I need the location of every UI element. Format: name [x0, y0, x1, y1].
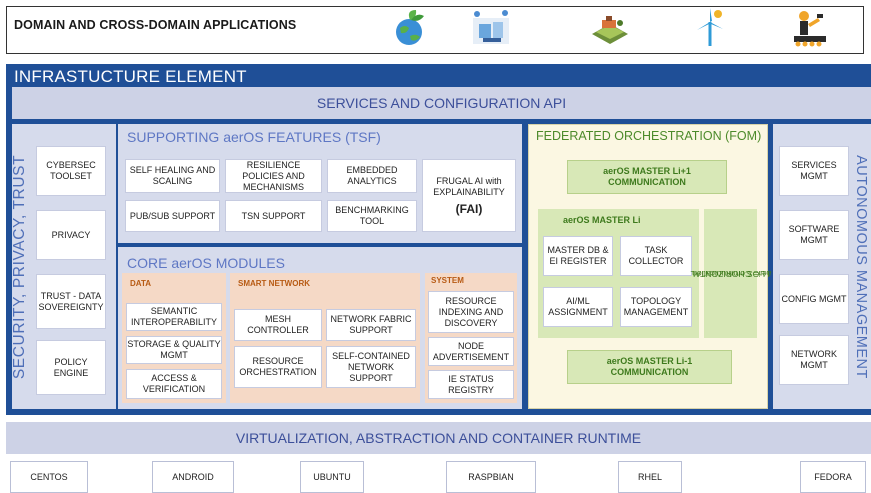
infrastructure-title: INFRASTUCTURE ELEMENT: [14, 67, 247, 86]
earth-leaf-icon: [396, 10, 424, 45]
embedded-analytics-box: EMBEDDED ANALYTICS: [327, 159, 417, 193]
smart-network-label: SMART NETWORK: [238, 279, 310, 288]
security-privacy-trust-label: SECURITY, PRIVACY, TRUST: [11, 154, 28, 379]
industrial-robot-icon: [794, 11, 826, 47]
master-li-title: aerOS MASTER Li: [563, 215, 641, 225]
config-mgmt-box: CONFIG MGMT: [779, 274, 849, 324]
storage-quality-box: STORAGE & QUALITY MGMT: [126, 336, 222, 364]
services-mgmt-box: SERVICES MGMT: [779, 146, 849, 196]
ie-status-registry-box: IE STATUS REGISTRY: [428, 370, 514, 399]
ai-ml-assignment-box: AI/ML ASSIGNMENT: [543, 287, 613, 327]
mesh-controller-box: MESH CONTROLLER: [234, 309, 322, 341]
core-title: CORE aerOS MODULES: [127, 255, 285, 271]
os-fedora-box: FEDORA: [800, 461, 866, 493]
semantic-interoperability-box: SEMANTIC INTEROPERABILITY: [126, 303, 222, 331]
os-ubuntu-box: UBUNTU: [300, 461, 364, 493]
pub-sub-support-box: PUB/SUB SUPPORT: [125, 200, 220, 232]
wind-turbine-icon: [697, 8, 723, 46]
domain-title: DOMAIN AND CROSS-DOMAIN APPLICATIONS: [14, 18, 297, 32]
os-rhel-box: RHEL: [618, 461, 682, 493]
services-configuration-api-bar: SERVICES AND CONFIGURATION API: [12, 87, 871, 119]
os-raspbian-box: RASPBIAN: [446, 461, 536, 493]
os-android-box: ANDROID: [152, 461, 234, 493]
trust-data-sovereignty-box: TRUST - DATA SOVEREIGNTY: [36, 274, 106, 329]
access-verification-box: ACCESS & VERIFICATION: [126, 369, 222, 399]
network-mgmt-box: NETWORK MGMT: [779, 335, 849, 385]
benchmarking-tool-box: BENCHMARKING TOOL: [327, 200, 417, 232]
self-contained-network-box: SELF-CONTAINED NETWORK SUPPORT: [326, 346, 416, 388]
resilience-policies-box: RESILIENCE POLICIES AND MECHANISMS: [225, 159, 322, 193]
autonomous-management-label: AUTONOMOUS MANAGEMENT: [853, 154, 869, 379]
tsf-title: SUPPORTING aerOS FEATURES (TSF): [127, 129, 381, 145]
virtualization-bar: VIRTUALIZATION, ABSTRACTION AND CONTAINE…: [6, 422, 871, 454]
fom-title: FEDERATED ORCHESTRATION (FOM): [536, 129, 762, 143]
resource-orchestration-box: RESOURCE ORCHESTRATION: [234, 346, 322, 388]
self-healing-box: SELF HEALING AND SCALING: [125, 159, 220, 193]
master-li-plus-1-box: aerOS MASTER Li+1 COMMUNICATION: [567, 160, 727, 194]
data-label: DATA: [130, 279, 152, 288]
cybersec-toolset-box: CYBERSEC TOOLSET: [36, 146, 106, 196]
node-advertisement-box: NODE ADVERTISEMENT: [428, 337, 514, 366]
policy-engine-box: POLICY ENGINE: [36, 340, 106, 395]
task-collector-box: TASK COLLECTOR: [620, 236, 692, 276]
smart-factory-icon: [473, 10, 509, 44]
farm-field-icon: [592, 16, 628, 44]
resource-indexing-box: RESOURCE INDEXING AND DISCOVERY: [428, 291, 514, 333]
master-db-box: MASTER DB & EI REGISTER: [543, 236, 613, 276]
master-li-minus-1-box: aerOS MASTER Li-1 COMMUNICATION: [567, 350, 732, 384]
system-label: SYSTEM: [431, 276, 464, 285]
frugal-ai-box: FRUGAL AI with EXPLAINABILITY (FAI): [422, 159, 516, 232]
horizontal-sub-label: I Li= Communication: [691, 268, 770, 279]
network-fabric-box: NETWORK FABRIC SUPPORT: [326, 309, 416, 341]
os-centos-box: CENTOS: [10, 461, 88, 493]
topology-management-box: TOPOLOGY MANAGEMENT: [620, 287, 692, 327]
frugal-ai-label: FRUGAL AI with EXPLAINABILITY: [433, 176, 505, 197]
software-mgmt-box: SOFTWARE MGMT: [779, 210, 849, 260]
privacy-box: PRIVACY: [36, 210, 106, 260]
tsn-support-box: TSN SUPPORT: [225, 200, 322, 232]
fai-abbreviation: (FAI): [455, 202, 483, 216]
